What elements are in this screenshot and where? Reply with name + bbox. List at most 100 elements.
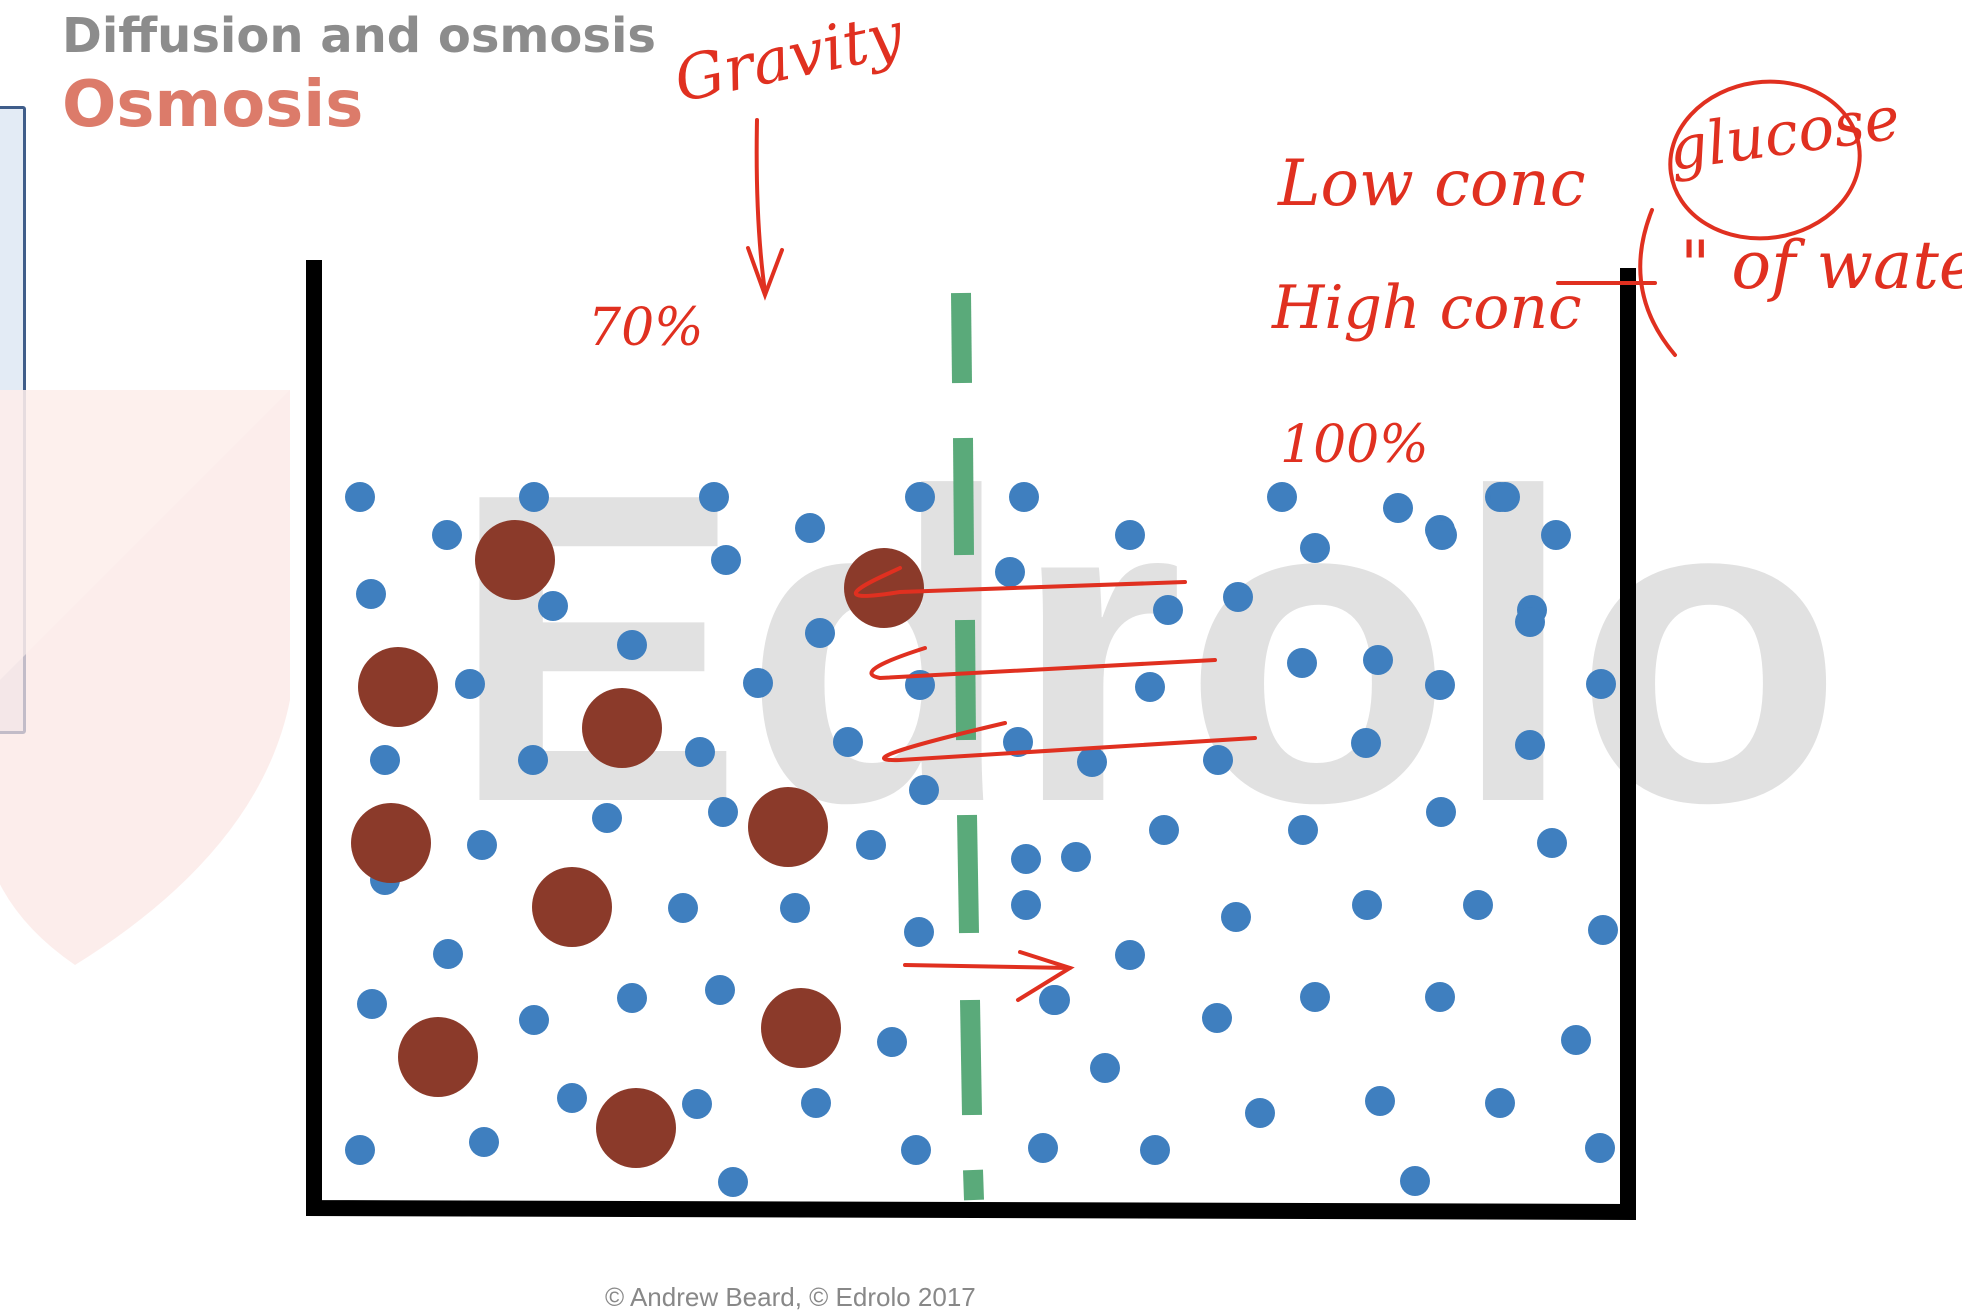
- water-molecule: [805, 618, 835, 648]
- water-molecule: [1561, 1025, 1591, 1055]
- water-molecule: [1061, 842, 1091, 872]
- solute-molecule: [351, 803, 431, 883]
- water-molecule: [1115, 940, 1145, 970]
- water-molecule: [901, 1135, 931, 1165]
- water-molecule: [1425, 670, 1455, 700]
- water-molecule: [433, 939, 463, 969]
- water-molecule: [833, 727, 863, 757]
- water-molecule: [1221, 902, 1251, 932]
- water-molecule: [1485, 1088, 1515, 1118]
- annotation-gravity: Gravity: [668, 0, 910, 117]
- water-molecule: [345, 1135, 375, 1165]
- solute-molecule: [761, 988, 841, 1068]
- annotation-100pct: 100%: [1280, 415, 1429, 475]
- water-molecule: [370, 745, 400, 775]
- water-molecule: [1426, 797, 1456, 827]
- annotation-high-conc: High conc: [1271, 273, 1582, 343]
- bracket-mark: [1638, 208, 1677, 357]
- water-molecule: [1003, 727, 1033, 757]
- water-molecule: [357, 989, 387, 1019]
- water-molecule: [1365, 1086, 1395, 1116]
- water-molecule: [1425, 982, 1455, 1012]
- water-molecule: [345, 482, 375, 512]
- solute-molecule: [748, 787, 828, 867]
- water-molecule: [1287, 648, 1317, 678]
- water-molecule: [668, 893, 698, 923]
- water-molecule: [905, 482, 935, 512]
- water-molecule: [795, 513, 825, 543]
- water-molecule: [1515, 607, 1545, 637]
- water-molecule: [1363, 645, 1393, 675]
- water-molecule: [519, 482, 549, 512]
- water-molecule: [1541, 520, 1571, 550]
- water-molecule: [467, 830, 497, 860]
- annotation-low-conc: Low conc: [1277, 147, 1586, 221]
- water-molecule: [705, 975, 735, 1005]
- water-molecule: [1400, 1166, 1430, 1196]
- water-molecule: [592, 803, 622, 833]
- flow-arrow-1: [853, 566, 1187, 598]
- water-molecule: [1515, 730, 1545, 760]
- water-molecule: [1300, 533, 1330, 563]
- water-molecule: [718, 1167, 748, 1197]
- gravity-arrow: [754, 118, 767, 294]
- water-molecule: [1300, 982, 1330, 1012]
- water-molecule: [995, 557, 1025, 587]
- water-molecule: [1202, 1003, 1232, 1033]
- water-molecule: [1140, 1135, 1170, 1165]
- water-molecule: [519, 1005, 549, 1035]
- water-molecule: [856, 830, 886, 860]
- water-molecule: [617, 630, 647, 660]
- water-molecule: [1011, 844, 1041, 874]
- water-molecule: [1039, 985, 1069, 1015]
- ink-annotations: [746, 79, 1862, 1002]
- water-molecule: [1028, 1133, 1058, 1163]
- water-molecule: [1588, 915, 1618, 945]
- semi-permeable-membrane: [951, 292, 984, 1201]
- water-molecule: [1149, 815, 1179, 845]
- annotation-glucose: glucose: [1664, 83, 1904, 185]
- water-molecule: [1427, 520, 1457, 550]
- water-molecule: [801, 1088, 831, 1118]
- solute-molecule: [596, 1088, 676, 1168]
- water-molecule: [1090, 1053, 1120, 1083]
- water-molecule: [469, 1127, 499, 1157]
- slide-subtitle: Osmosis: [62, 68, 364, 142]
- water-molecule: [780, 893, 810, 923]
- water-molecule: [455, 669, 485, 699]
- flow-arrow-4: [903, 963, 1072, 970]
- solute-molecule: [582, 688, 662, 768]
- water-molecules: [345, 482, 1618, 1197]
- water-molecule: [1245, 1098, 1275, 1128]
- water-molecule: [1009, 482, 1039, 512]
- solute-molecule: [844, 548, 924, 628]
- water-molecule: [538, 591, 568, 621]
- water-molecule: [1352, 890, 1382, 920]
- water-molecule: [708, 797, 738, 827]
- watermark-text: Edrolo: [450, 403, 1843, 894]
- water-molecule: [356, 579, 386, 609]
- water-molecule: [1490, 482, 1520, 512]
- water-molecule: [1203, 745, 1233, 775]
- water-molecule: [1011, 890, 1041, 920]
- annotation-of-water: " of water: [1680, 227, 1962, 304]
- conc-circle: [1668, 79, 1862, 241]
- shield-highlight: [0, 390, 290, 680]
- water-molecule: [743, 668, 773, 698]
- water-molecule: [1223, 582, 1253, 612]
- water-molecule: [909, 775, 939, 805]
- water-molecule: [1463, 890, 1493, 920]
- solute-molecule: [532, 867, 612, 947]
- water-molecule: [557, 1083, 587, 1113]
- flow-arrow-2: [869, 646, 1217, 681]
- solute-molecules: [351, 520, 924, 1168]
- water-molecule: [1586, 669, 1616, 699]
- water-molecule: [1267, 482, 1297, 512]
- flow-arrow-3: [882, 721, 1257, 763]
- container-beaker: [306, 260, 1636, 1221]
- slide-title: Diffusion and osmosis: [62, 8, 656, 64]
- water-molecule: [682, 1089, 712, 1119]
- annotation-70pct: 70%: [588, 298, 704, 358]
- water-molecule: [1135, 672, 1165, 702]
